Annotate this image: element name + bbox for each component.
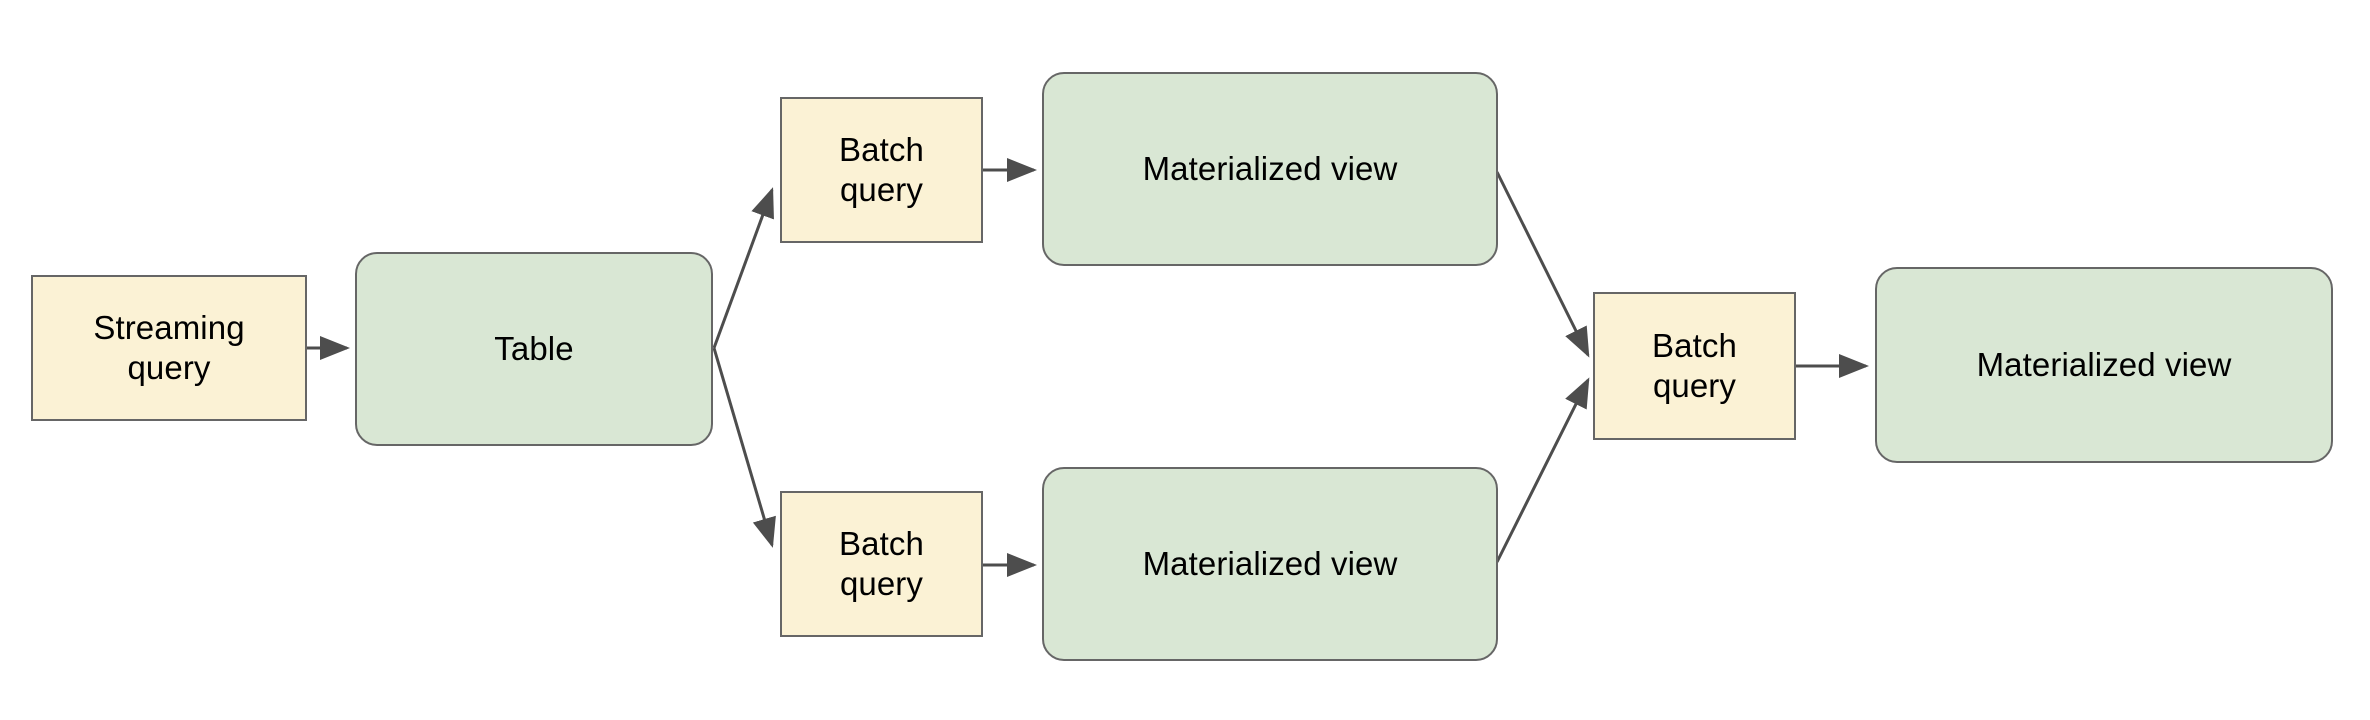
- edge-materialized-view-bottom-to-batch-query-merge: [1495, 377, 1590, 563]
- node-materialized-view-final-label: Materialized view: [1976, 345, 2232, 383]
- node-materialized-view-top[interactable]: Materialized view: [1042, 72, 1498, 266]
- node-materialized-view-top-label: Materialized view: [1142, 149, 1398, 187]
- node-materialized-view-final[interactable]: Materialized view: [1875, 267, 2333, 463]
- node-batch-query-top-label: Batch query: [839, 130, 924, 208]
- node-materialized-view-bottom-label: Materialized view: [1142, 544, 1398, 582]
- node-batch-query-merge[interactable]: Batch query: [1593, 292, 1796, 440]
- node-table-label: Table: [494, 329, 574, 367]
- node-table[interactable]: Table: [355, 252, 713, 446]
- edge-materialized-view-top-to-batch-query-merge: [1495, 171, 1590, 358]
- node-batch-query-top[interactable]: Batch query: [780, 97, 983, 243]
- node-streaming-query[interactable]: Streaming query: [31, 275, 307, 421]
- node-batch-query-bottom-label: Batch query: [839, 524, 924, 602]
- edge-table-to-batch-query-bottom: [712, 347, 776, 548]
- edge-table-to-batch-query-top: [712, 187, 774, 349]
- node-materialized-view-bottom[interactable]: Materialized view: [1042, 467, 1498, 661]
- node-streaming-query-label: Streaming query: [93, 308, 245, 386]
- node-batch-query-bottom[interactable]: Batch query: [780, 491, 983, 637]
- node-batch-query-merge-label: Batch query: [1652, 326, 1737, 404]
